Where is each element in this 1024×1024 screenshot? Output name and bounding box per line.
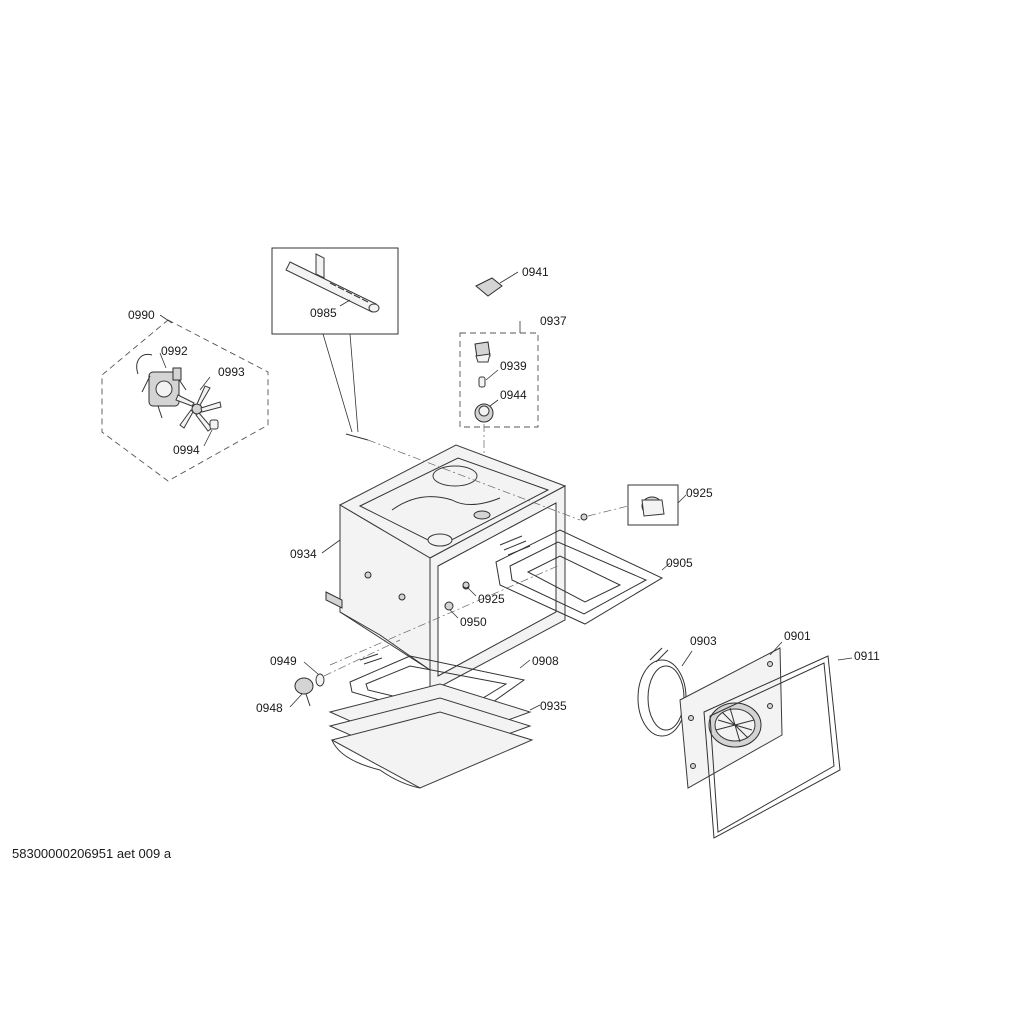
nut-0950 bbox=[444, 601, 459, 619]
nut-0994 bbox=[209, 419, 219, 430]
part-label-0941: 0941 bbox=[522, 265, 549, 279]
part-label-0925-upper: 0925 bbox=[686, 486, 713, 500]
part-label-0944: 0944 bbox=[500, 388, 527, 402]
wire-clip-0992 bbox=[136, 353, 153, 375]
knob-0925-upper bbox=[580, 484, 687, 526]
fan-motor-part bbox=[141, 367, 187, 419]
part-label-0901: 0901 bbox=[784, 629, 811, 643]
part-label-0908: 0908 bbox=[532, 654, 559, 668]
seal-0949 bbox=[303, 661, 325, 687]
part-label-0903: 0903 bbox=[690, 634, 717, 648]
part-label-0992: 0992 bbox=[161, 344, 188, 358]
part-label-0911: 0911 bbox=[854, 649, 880, 663]
part-label-0934: 0934 bbox=[290, 547, 317, 561]
door-seal-0911 bbox=[703, 655, 853, 839]
top-heating-element-0905 bbox=[495, 529, 671, 625]
part-label-0950: 0950 bbox=[460, 615, 487, 629]
lamp-holder-part bbox=[474, 341, 491, 363]
part-label-0993: 0993 bbox=[218, 365, 245, 379]
sensor-0948 bbox=[289, 639, 401, 708]
fan-impeller-0993 bbox=[175, 385, 222, 432]
rod-0985 bbox=[285, 253, 380, 313]
fan-assembly-group-outline bbox=[101, 319, 269, 482]
part-label-0948: 0948 bbox=[256, 701, 283, 715]
part-label-0905: 0905 bbox=[666, 556, 693, 570]
part-label-0990: 0990 bbox=[128, 308, 155, 322]
fan-motor-assembly bbox=[101, 314, 269, 482]
light-cover-0941 bbox=[475, 271, 519, 297]
screw-0925-lower bbox=[462, 581, 477, 597]
part-label-0949: 0949 bbox=[270, 654, 297, 668]
part-label-0925-lower: 0925 bbox=[478, 592, 505, 606]
part-label-0935: 0935 bbox=[540, 699, 567, 713]
back-panel-0901 bbox=[679, 641, 783, 789]
part-label-0937: 0937 bbox=[540, 314, 567, 328]
rod-detail-inset bbox=[271, 247, 399, 441]
part-label-0985: 0985 bbox=[310, 306, 337, 320]
diagram-reference-caption: 58300000206951 aet 009 a bbox=[12, 846, 172, 861]
lamp-socket-0944 bbox=[474, 403, 494, 423]
lamp-group-outline bbox=[459, 332, 539, 428]
part-label-0994: 0994 bbox=[173, 443, 200, 457]
lamp-assembly bbox=[459, 321, 539, 520]
part-label-0939: 0939 bbox=[500, 359, 527, 373]
insulation-mat-0935 bbox=[328, 683, 541, 789]
lamp-0939 bbox=[478, 376, 486, 388]
